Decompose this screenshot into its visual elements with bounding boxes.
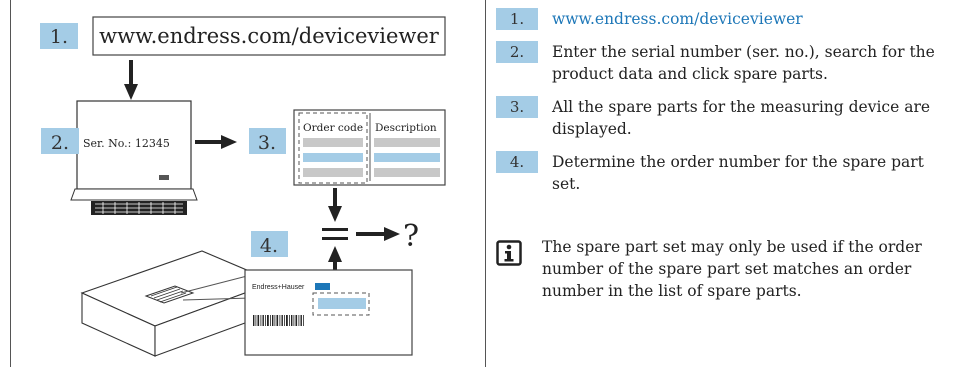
nameplate-label [244,269,413,356]
description-header: Description [375,122,437,134]
serial-text: Ser. No.: 12345 [83,137,170,150]
order-code-header: Order code [303,122,363,134]
step-3-label: 3. [258,132,276,154]
question-mark: ? [403,219,419,254]
arrow-down-icon [124,84,138,100]
step-text: Determine the order number for the spare… [552,153,924,193]
brand-logo [315,283,330,290]
step-item-4: 4. Determine the order number for the sp… [496,151,956,195]
barcode [253,315,304,326]
spare-parts-diagram: 1. www.endress.com/deviceviewer Ser. No.… [10,0,486,367]
info-note: The spare part set may only be used if t… [496,236,956,302]
url-text: www.endress.com/deviceviewer [99,24,440,48]
deviceviewer-link[interactable]: www.endress.com/deviceviewer [552,10,803,28]
url-box [92,16,446,56]
step-2-label: 2. [51,132,69,154]
step-4-label: 4. [260,235,278,257]
brand-text: Endress+Hauser [252,284,305,291]
step-number: 3. [496,96,538,118]
step-item-2: 2. Enter the serial number (ser. no.), s… [496,41,956,85]
instruction-steps: 1. www.endress.com/deviceviewer 2. Enter… [496,8,956,206]
step-number: 1. [496,8,538,30]
step-text: All the spare parts for the measuring de… [552,98,931,138]
arrow-right-icon [221,135,237,149]
info-icon [496,240,522,266]
note-text: The spare part set may only be used if t… [542,238,922,300]
step-3-badge [249,128,286,154]
step-item-3: 3. All the spare parts for the measuring… [496,96,956,140]
step-2-badge [41,128,79,154]
step-number: 2. [496,41,538,63]
step-number: 4. [496,151,538,173]
step-text: Enter the serial number (ser. no.), sear… [552,43,935,83]
label-order-highlight [312,292,370,316]
step-4-badge [251,231,288,257]
order-code-highlight [298,112,368,184]
step-1-badge [40,23,78,49]
step-item-1: 1. www.endress.com/deviceviewer [496,8,956,30]
step-1-label: 1. [50,26,68,48]
